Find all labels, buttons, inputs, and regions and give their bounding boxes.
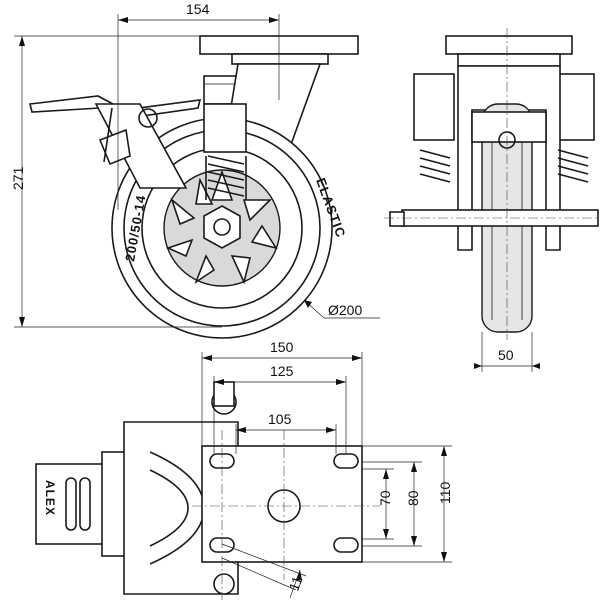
front-view: 50 (384, 28, 600, 372)
side-plate-flange (231, 53, 329, 65)
dim-271-label: 271 (10, 166, 26, 190)
dim-125-label: 125 (270, 363, 294, 379)
side-view: ELASTIC 200/50-14 154 271 Ø200 (10, 1, 380, 339)
dim-80-label: 80 (405, 490, 421, 506)
side-brake-assembly (29, 95, 202, 189)
top-view: ALEX 150 125 (35, 339, 453, 600)
plate-slot-bottom-right (333, 537, 359, 553)
dim-50-label: 50 (498, 347, 514, 363)
dim-110-label: 110 (437, 481, 453, 504)
side-axle-nut (203, 205, 241, 249)
dim-105-label: 105 (268, 411, 292, 427)
front-fork (457, 65, 561, 251)
dim-154-label: 154 (186, 1, 210, 17)
dim-150-label: 150 (270, 339, 294, 355)
dim-11-label: 11 (285, 574, 305, 593)
dim-diameter-label: Ø200 (328, 302, 362, 318)
front-top-plate (445, 35, 573, 55)
front-left-housing (413, 73, 455, 141)
lock-brand-text: ALEX (43, 480, 57, 516)
dim-70-label: 70 (377, 490, 393, 506)
mounting-plate (201, 445, 363, 563)
side-spring (203, 103, 247, 200)
